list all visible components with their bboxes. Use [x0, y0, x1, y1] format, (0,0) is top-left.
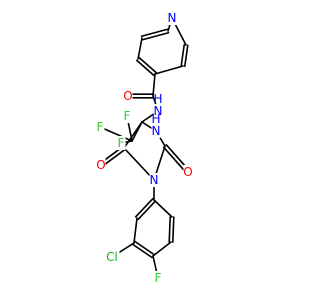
atom-label-cl: Cl	[106, 250, 118, 264]
atom-hydrogen-label: H	[153, 92, 162, 106]
bond-line	[168, 216, 172, 243]
atom-label-background	[95, 120, 105, 134]
atom-label-ring-nh: N	[152, 124, 161, 138]
atom-label-amide-o: O	[123, 89, 132, 103]
atom-label-background	[123, 89, 133, 103]
atom-label-background	[151, 124, 161, 138]
bond-line	[141, 31, 170, 41]
atom-label-pyr-n: N	[168, 11, 177, 25]
bond-line	[153, 199, 173, 218]
bond-line	[152, 241, 172, 257]
bond-line	[137, 200, 157, 221]
atom-label-background	[149, 173, 159, 187]
bond-line	[132, 243, 153, 259]
atom-hydrogen-label: H	[151, 112, 160, 126]
bond-line	[180, 43, 186, 67]
atom-label-f3: F	[118, 136, 125, 150]
bond-line	[123, 147, 155, 181]
atom-label-f-ar: F	[155, 271, 162, 285]
atom-label-background	[122, 109, 132, 123]
atom-label-background	[116, 136, 126, 150]
bond-line	[138, 56, 157, 74]
atom-label-background	[153, 271, 163, 285]
bond-lines	[99, 17, 191, 279]
bond-line	[136, 59, 155, 77]
bond-line	[134, 240, 155, 256]
bond-line	[137, 37, 143, 60]
bond-line	[183, 44, 189, 68]
bond-line	[131, 121, 143, 142]
bond-line	[171, 216, 175, 243]
atom-label-background	[167, 11, 177, 25]
atom-label-background	[96, 158, 106, 172]
atom-label-background	[153, 104, 163, 118]
bond-line	[134, 197, 154, 218]
bond-line	[133, 217, 138, 244]
bond-line	[140, 28, 169, 38]
bond-line	[152, 73, 156, 97]
atom-label-amide-n: N	[154, 104, 163, 118]
atom-label-o-left: O	[96, 158, 105, 172]
bond-line	[99, 126, 133, 142]
atom-label-o-right: O	[183, 165, 192, 179]
atom-label-ring-n: N	[150, 173, 159, 187]
atom-label-f1: F	[97, 120, 104, 134]
atom-label-background	[104, 250, 120, 264]
bond-line	[101, 148, 126, 168]
bond-line	[162, 146, 188, 174]
bond-line	[154, 65, 184, 75]
atom-label-f2: F	[124, 109, 131, 123]
atom-label-background	[183, 165, 193, 179]
